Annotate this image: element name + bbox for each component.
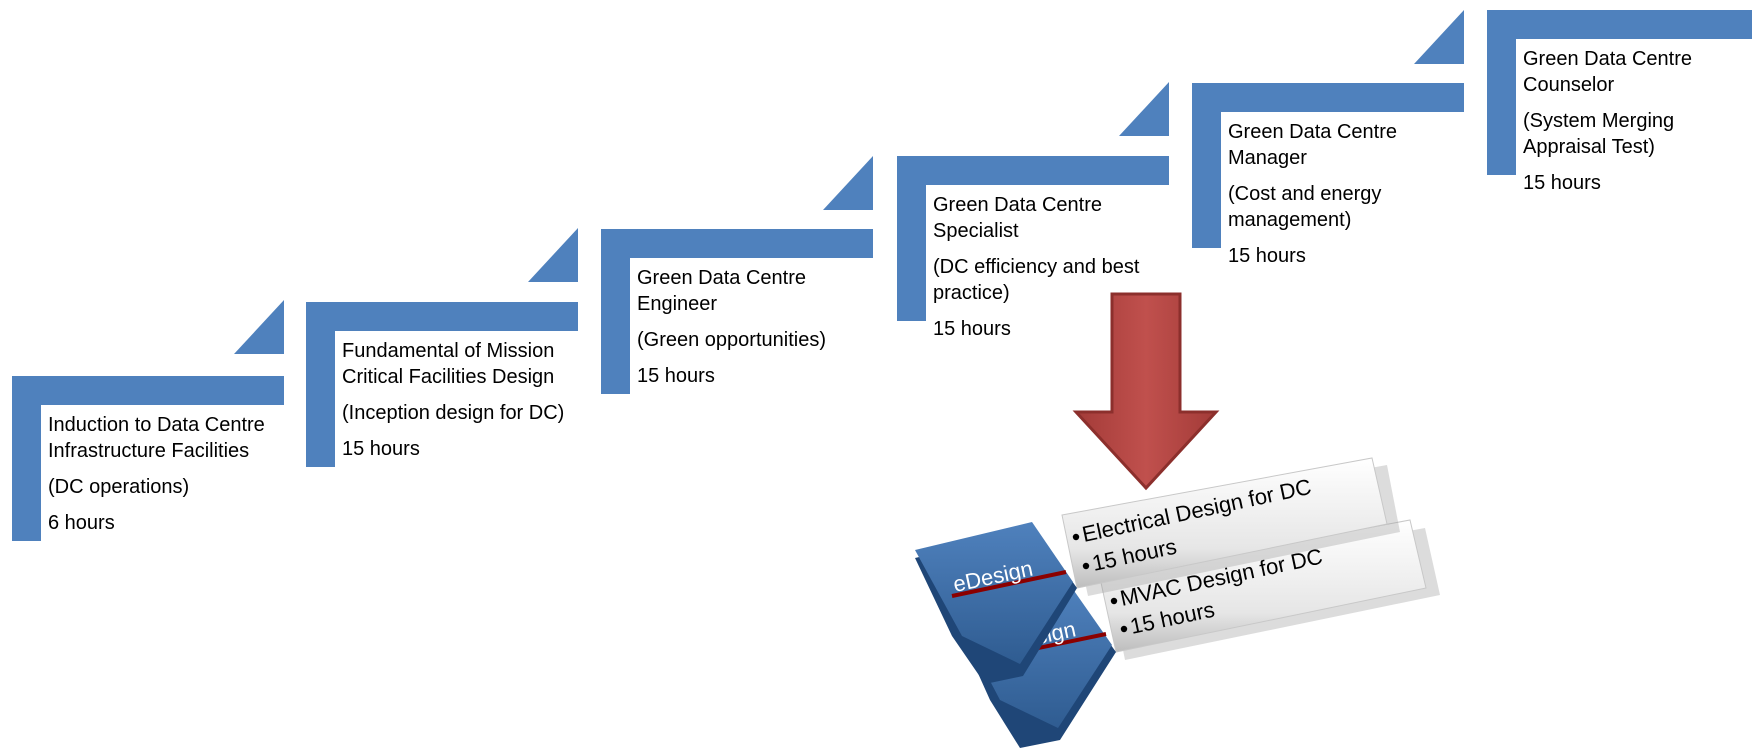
- step-3-triangle: [823, 156, 873, 210]
- step-6-duration: 15 hours: [1523, 172, 1601, 194]
- step-2-title: Fundamental of Mission Critical Faciliti…: [342, 340, 555, 388]
- step-4-title: Green Data Centre Specialist: [933, 194, 1102, 242]
- step-6-bar-v: [1487, 10, 1516, 175]
- step-2-bar-v: [306, 302, 335, 467]
- edesign-bullet-dot-1: [1072, 533, 1080, 541]
- step-5-bar-v: [1192, 83, 1221, 248]
- step-2-triangle: [528, 228, 578, 282]
- step-5-text: Green Data Centre Manager (Cost and ener…: [1228, 119, 1458, 279]
- mdesign-bullet-dot-1: [1110, 597, 1118, 605]
- step-3-text: Green Data Centre Engineer (Green opport…: [637, 265, 867, 399]
- step-2-subtitle: (Inception design for DC): [342, 402, 565, 424]
- step-1-bar-h: [12, 376, 284, 405]
- step-6-subtitle: (System Merging Appraisal Test): [1523, 110, 1675, 158]
- step-4-bar-v: [897, 156, 926, 321]
- step-4-text: Green Data Centre Specialist (DC efficie…: [933, 192, 1163, 352]
- step-2-bar-h: [306, 302, 578, 331]
- module-badges: mDesign MVAC Design for DC 15 hours eDes…: [915, 457, 1440, 748]
- step-2-duration: 15 hours: [342, 438, 420, 460]
- step-5-duration: 15 hours: [1228, 245, 1306, 267]
- step-1-text: Induction to Data Centre Infrastructure …: [48, 412, 278, 546]
- step-5-bar-h: [1192, 83, 1464, 112]
- step-4-triangle: [1119, 82, 1169, 136]
- step-4-duration: 15 hours: [933, 318, 1011, 340]
- step-6-title: Green Data Centre Counselor: [1523, 48, 1692, 96]
- step-1-bar-v: [12, 376, 41, 541]
- step-3-bar-v: [601, 229, 630, 394]
- step-1-triangle: [234, 300, 284, 354]
- mdesign-bullet-dot-2: [1120, 625, 1128, 633]
- step-6-text: Green Data Centre Counselor (System Merg…: [1523, 46, 1748, 206]
- down-arrow-icon: [1072, 292, 1220, 491]
- step-5-triangle: [1414, 10, 1464, 64]
- step-6-bar-h: [1487, 10, 1752, 39]
- step-1-title: Induction to Data Centre Infrastructure …: [48, 414, 265, 462]
- step-4-bar-h: [897, 156, 1169, 185]
- edesign-bullet-dot-2: [1082, 562, 1090, 570]
- step-1-duration: 6 hours: [48, 512, 115, 534]
- step-5-subtitle: (Cost and energy management): [1228, 183, 1382, 231]
- step-5-title: Green Data Centre Manager: [1228, 121, 1397, 169]
- step-4-subtitle: (DC efficiency and best practice): [933, 256, 1140, 304]
- step-3-duration: 15 hours: [637, 365, 715, 387]
- step-1-subtitle: (DC operations): [48, 476, 190, 498]
- step-3-title: Green Data Centre Engineer: [637, 267, 806, 315]
- step-3-subtitle: (Green opportunities): [637, 329, 826, 351]
- step-2-text: Fundamental of Mission Critical Faciliti…: [342, 338, 572, 472]
- step-3-bar-h: [601, 229, 873, 258]
